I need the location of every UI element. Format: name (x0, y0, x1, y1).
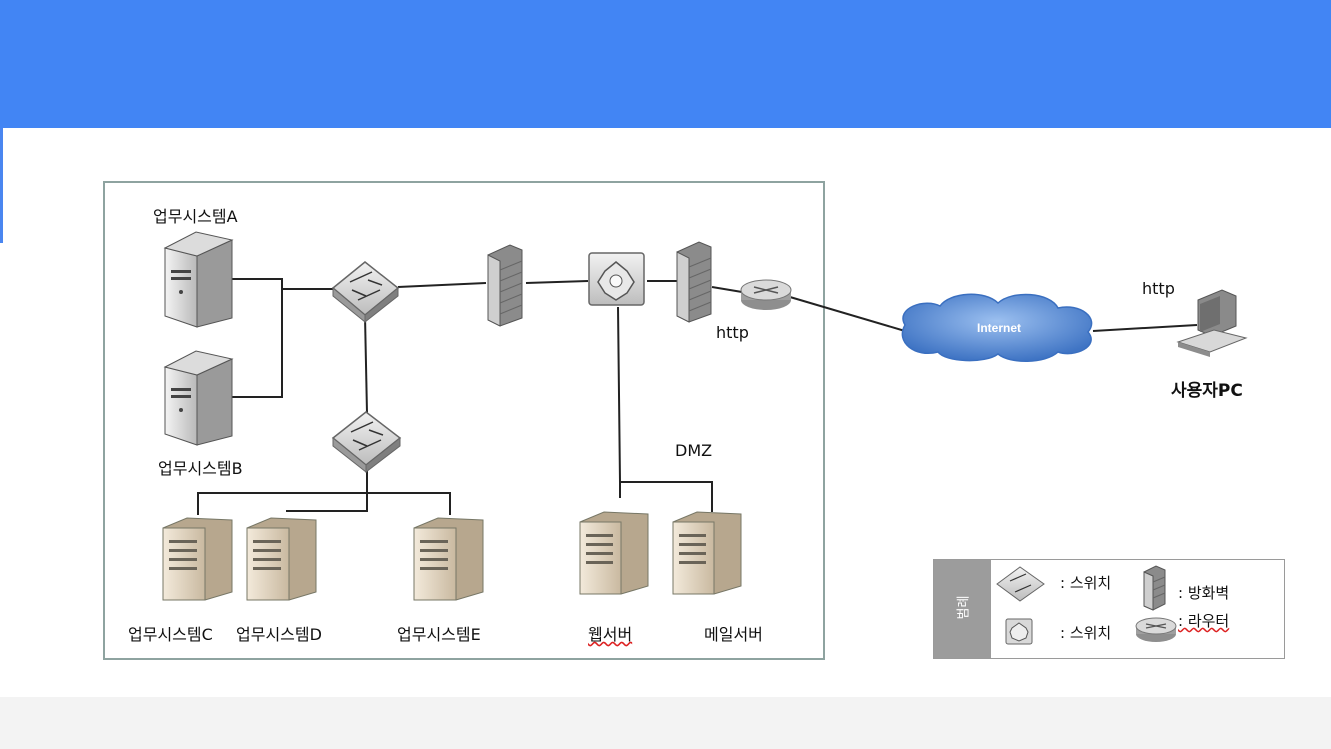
legend-icons (996, 565, 1177, 645)
label-user-pc: 사용자PC (1171, 381, 1243, 401)
label-web-server: 웹서버 (588, 625, 633, 644)
legend-l3switch-label: : 스위치 (1060, 624, 1112, 642)
web-server-icon (579, 511, 649, 595)
legend-firewall-icon (1143, 565, 1166, 611)
server-a-icon (163, 231, 234, 328)
server-e-icon (413, 517, 484, 601)
footer-bar (0, 697, 1331, 749)
l3-switch-icon (588, 252, 645, 306)
legend-router-icon (1135, 617, 1177, 642)
legend-switch-label: : 스위치 (1060, 574, 1112, 592)
server-c-icon (162, 517, 233, 601)
legend-side-panel: 범례 (934, 560, 991, 658)
legend-l3switch-icon (1005, 618, 1033, 645)
switch-bottom-icon (331, 411, 402, 474)
label-system-e: 업무시스템E (397, 625, 481, 644)
label-system-d: 업무시스템D (236, 625, 322, 644)
label-system-c: 업무시스템C (128, 625, 213, 644)
network-links (197, 278, 1198, 515)
legend-router-label: : 라우터 (1178, 612, 1230, 630)
label-http-pc: http (1142, 279, 1175, 298)
switch-top-icon (331, 261, 400, 324)
mail-server-icon (672, 511, 742, 595)
label-system-b: 업무시스템B (158, 459, 243, 478)
router-icon (740, 279, 792, 310)
internal-network-frame (103, 181, 825, 660)
label-system-a: 업무시스템A (153, 207, 238, 226)
label-dmz: DMZ (675, 441, 713, 460)
internet-cloud-icon (901, 293, 1093, 362)
firewall-2-icon (676, 241, 712, 323)
label-http-router: http (716, 323, 749, 342)
server-d-icon (246, 517, 317, 601)
legend-switch-icon (996, 566, 1045, 602)
label-mail-server: 메일서버 (704, 625, 763, 644)
left-accent-strip (0, 128, 3, 243)
server-b-icon (163, 350, 234, 446)
legend-box: 범례 : 스위치 : 스위치 : 방화벽 : 라우터 (933, 559, 1285, 659)
firewall-1-icon (487, 244, 523, 327)
user-pc-icon (1176, 289, 1248, 357)
header-bar (0, 0, 1331, 128)
legend-firewall-label: : 방화벽 (1178, 584, 1230, 602)
internet-label: Internet (977, 321, 1021, 335)
